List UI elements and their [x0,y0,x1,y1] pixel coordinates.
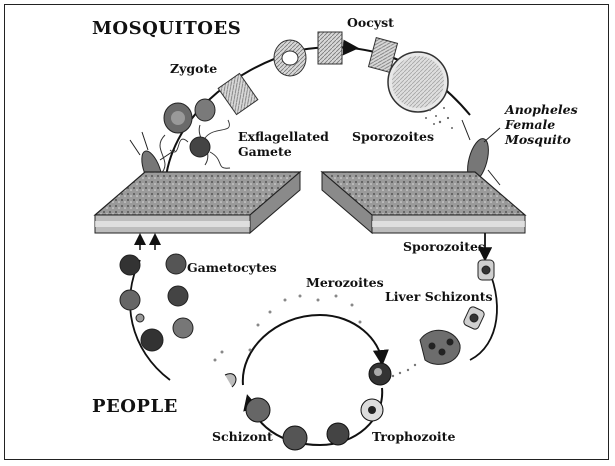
female-label: Female [505,118,555,131]
liver-schizonts-label: Liver Schizonts [385,290,493,303]
mosquito-label: Mosquito [505,133,571,146]
oocyst-label: Oocyst [347,16,394,29]
sporozoites-mosquito-label: Sporozoites [352,130,434,143]
people-header: PEOPLE [92,398,178,417]
oocyst-illustration [388,52,453,129]
schizont-label: Schizont [212,430,273,443]
gamete-label: Gamete [238,145,292,158]
gametocytes-label: Gametocytes [187,261,277,274]
trophozoite-label: Trophozoite [372,430,455,443]
exflagellated-label: Exflagellated [238,130,329,143]
zygote-label: Zygote [170,62,217,75]
blood-cycle-ring [214,295,392,451]
sporozoites-human-label: Sporozoites [403,240,485,253]
mosquitoes-header: MOSQUITOES [92,20,241,39]
skin-slab-left [95,172,300,233]
gametocytes-chain [120,254,193,351]
anopheles-label: Anopheles [505,103,578,116]
skin-slab-right [322,172,525,233]
liver-schizonts-chain [392,260,494,377]
merozoites-label: Merozoites [306,276,384,289]
